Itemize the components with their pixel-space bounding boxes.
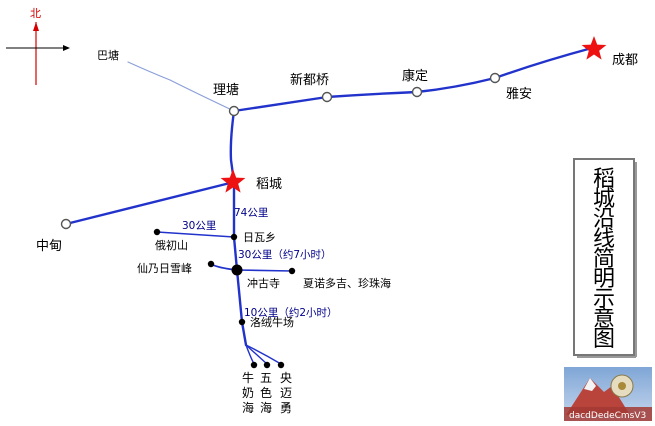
star-chengdu-icon <box>581 36 607 60</box>
label-yaan: 雅安 <box>506 87 532 102</box>
marker-lake-3 <box>277 361 285 369</box>
road-echushan <box>156 231 235 238</box>
watermark-snowcap <box>584 378 596 391</box>
label-luorong: 洛绒牛场 <box>250 315 294 329</box>
title-box-border <box>573 158 635 356</box>
label-chonggusi: 冲古寺 <box>247 276 280 290</box>
label-xiannairi: 仙乃日雪峰 <box>137 262 192 275</box>
lake-2-char-3: 海 <box>260 400 272 415</box>
label-chengdu: 成都 <box>612 53 638 68</box>
distance-30km-chonggusi: 30公里（约7小时） <box>238 248 332 261</box>
title-char-1: 稻 <box>593 167 615 192</box>
road-batang-litang <box>127 61 235 112</box>
watermark-logo: dacdDedeCmsV3 <box>564 367 652 421</box>
watermark-mountain-icon <box>566 378 630 415</box>
marker-chonggusi <box>231 264 243 276</box>
distance-30km-echushan: 30公里 <box>182 220 216 232</box>
label-xianuo: 夏诺多吉、珍珠海 <box>303 276 391 290</box>
lake-2-char-1: 五 <box>260 371 272 385</box>
label-zhongdian: 中甸 <box>36 239 62 254</box>
watermark-flower-center <box>618 382 626 390</box>
title-char-5: 简 <box>593 247 615 272</box>
marker-echushan <box>153 228 161 236</box>
marker-xianuo <box>288 267 296 275</box>
title-char-4: 线 <box>593 227 615 252</box>
label-litang: 理塘 <box>213 82 239 98</box>
star-daocheng-icon <box>220 169 246 193</box>
distance-labels: 74公里 30公里 30公里（约7小时） 10公里（约2小时） <box>182 207 338 319</box>
road-daocheng-zhongdian <box>64 180 236 226</box>
marker-lake-2 <box>263 361 271 369</box>
distance-10km-luorong: 10公里（约2小时） <box>244 306 338 319</box>
marker-luorong <box>238 318 246 326</box>
compass-north-label: 北 <box>30 7 41 20</box>
marker-xiannairi <box>207 260 215 268</box>
road-network <box>64 46 594 365</box>
label-kangding: 康定 <box>402 68 428 84</box>
label-daocheng: 稻城 <box>256 177 282 192</box>
watermark-text: dacdDedeCmsV3 <box>569 411 646 421</box>
title-char-9: 图 <box>593 327 615 352</box>
compass-north-arrow-icon <box>33 22 39 31</box>
lake-2-char-2: 色 <box>260 386 272 400</box>
title-char-3: 沿 <box>593 207 615 232</box>
lake-1-char-1: 牛 <box>242 370 254 385</box>
label-xinduqiao: 新都桥 <box>290 72 329 88</box>
compass-east-arrow-icon <box>63 45 70 51</box>
label-echushan: 俄初山 <box>155 238 188 252</box>
title-char-8: 意 <box>593 307 615 332</box>
place-labels: 巴塘 理塘 新都桥 康定 雅安 成都 稻城 中甸 日瓦乡 俄初山 仙乃日雪峰 冲… <box>36 48 638 329</box>
road-xianuo <box>236 269 293 272</box>
road-litang-daocheng <box>229 109 236 184</box>
compass: 北 <box>6 7 70 85</box>
marker-yaan <box>489 72 501 84</box>
distance-74km: 74公里 <box>234 207 268 219</box>
marker-litang <box>228 105 240 117</box>
watermark-band <box>564 407 652 421</box>
title-char-7: 示 <box>593 287 615 312</box>
label-batang: 巴塘 <box>97 48 119 62</box>
lake-labels: 牛 奶 海 五 色 海 央 迈 勇 <box>242 370 292 415</box>
marker-riwa <box>230 233 238 241</box>
marker-xinduqiao <box>321 91 333 103</box>
road-lake-3 <box>245 344 282 365</box>
marker-kangding <box>411 86 423 98</box>
lake-3-char-1: 央 <box>280 371 292 385</box>
town-markers <box>60 72 501 369</box>
title-char-2: 城 <box>593 187 615 212</box>
marker-zhongdian <box>60 218 72 230</box>
lake-3-char-3: 勇 <box>280 401 292 415</box>
lake-1-char-3: 海 <box>242 400 254 415</box>
lake-1-char-2: 奶 <box>242 386 254 400</box>
title-char-6: 明 <box>593 267 615 292</box>
label-riwa: 日瓦乡 <box>243 231 276 244</box>
lake-3-char-2: 迈 <box>280 386 292 400</box>
marker-lake-1 <box>250 361 258 369</box>
title-box: 稻 城 沿 线 简 明 示 意 图 <box>573 158 637 358</box>
